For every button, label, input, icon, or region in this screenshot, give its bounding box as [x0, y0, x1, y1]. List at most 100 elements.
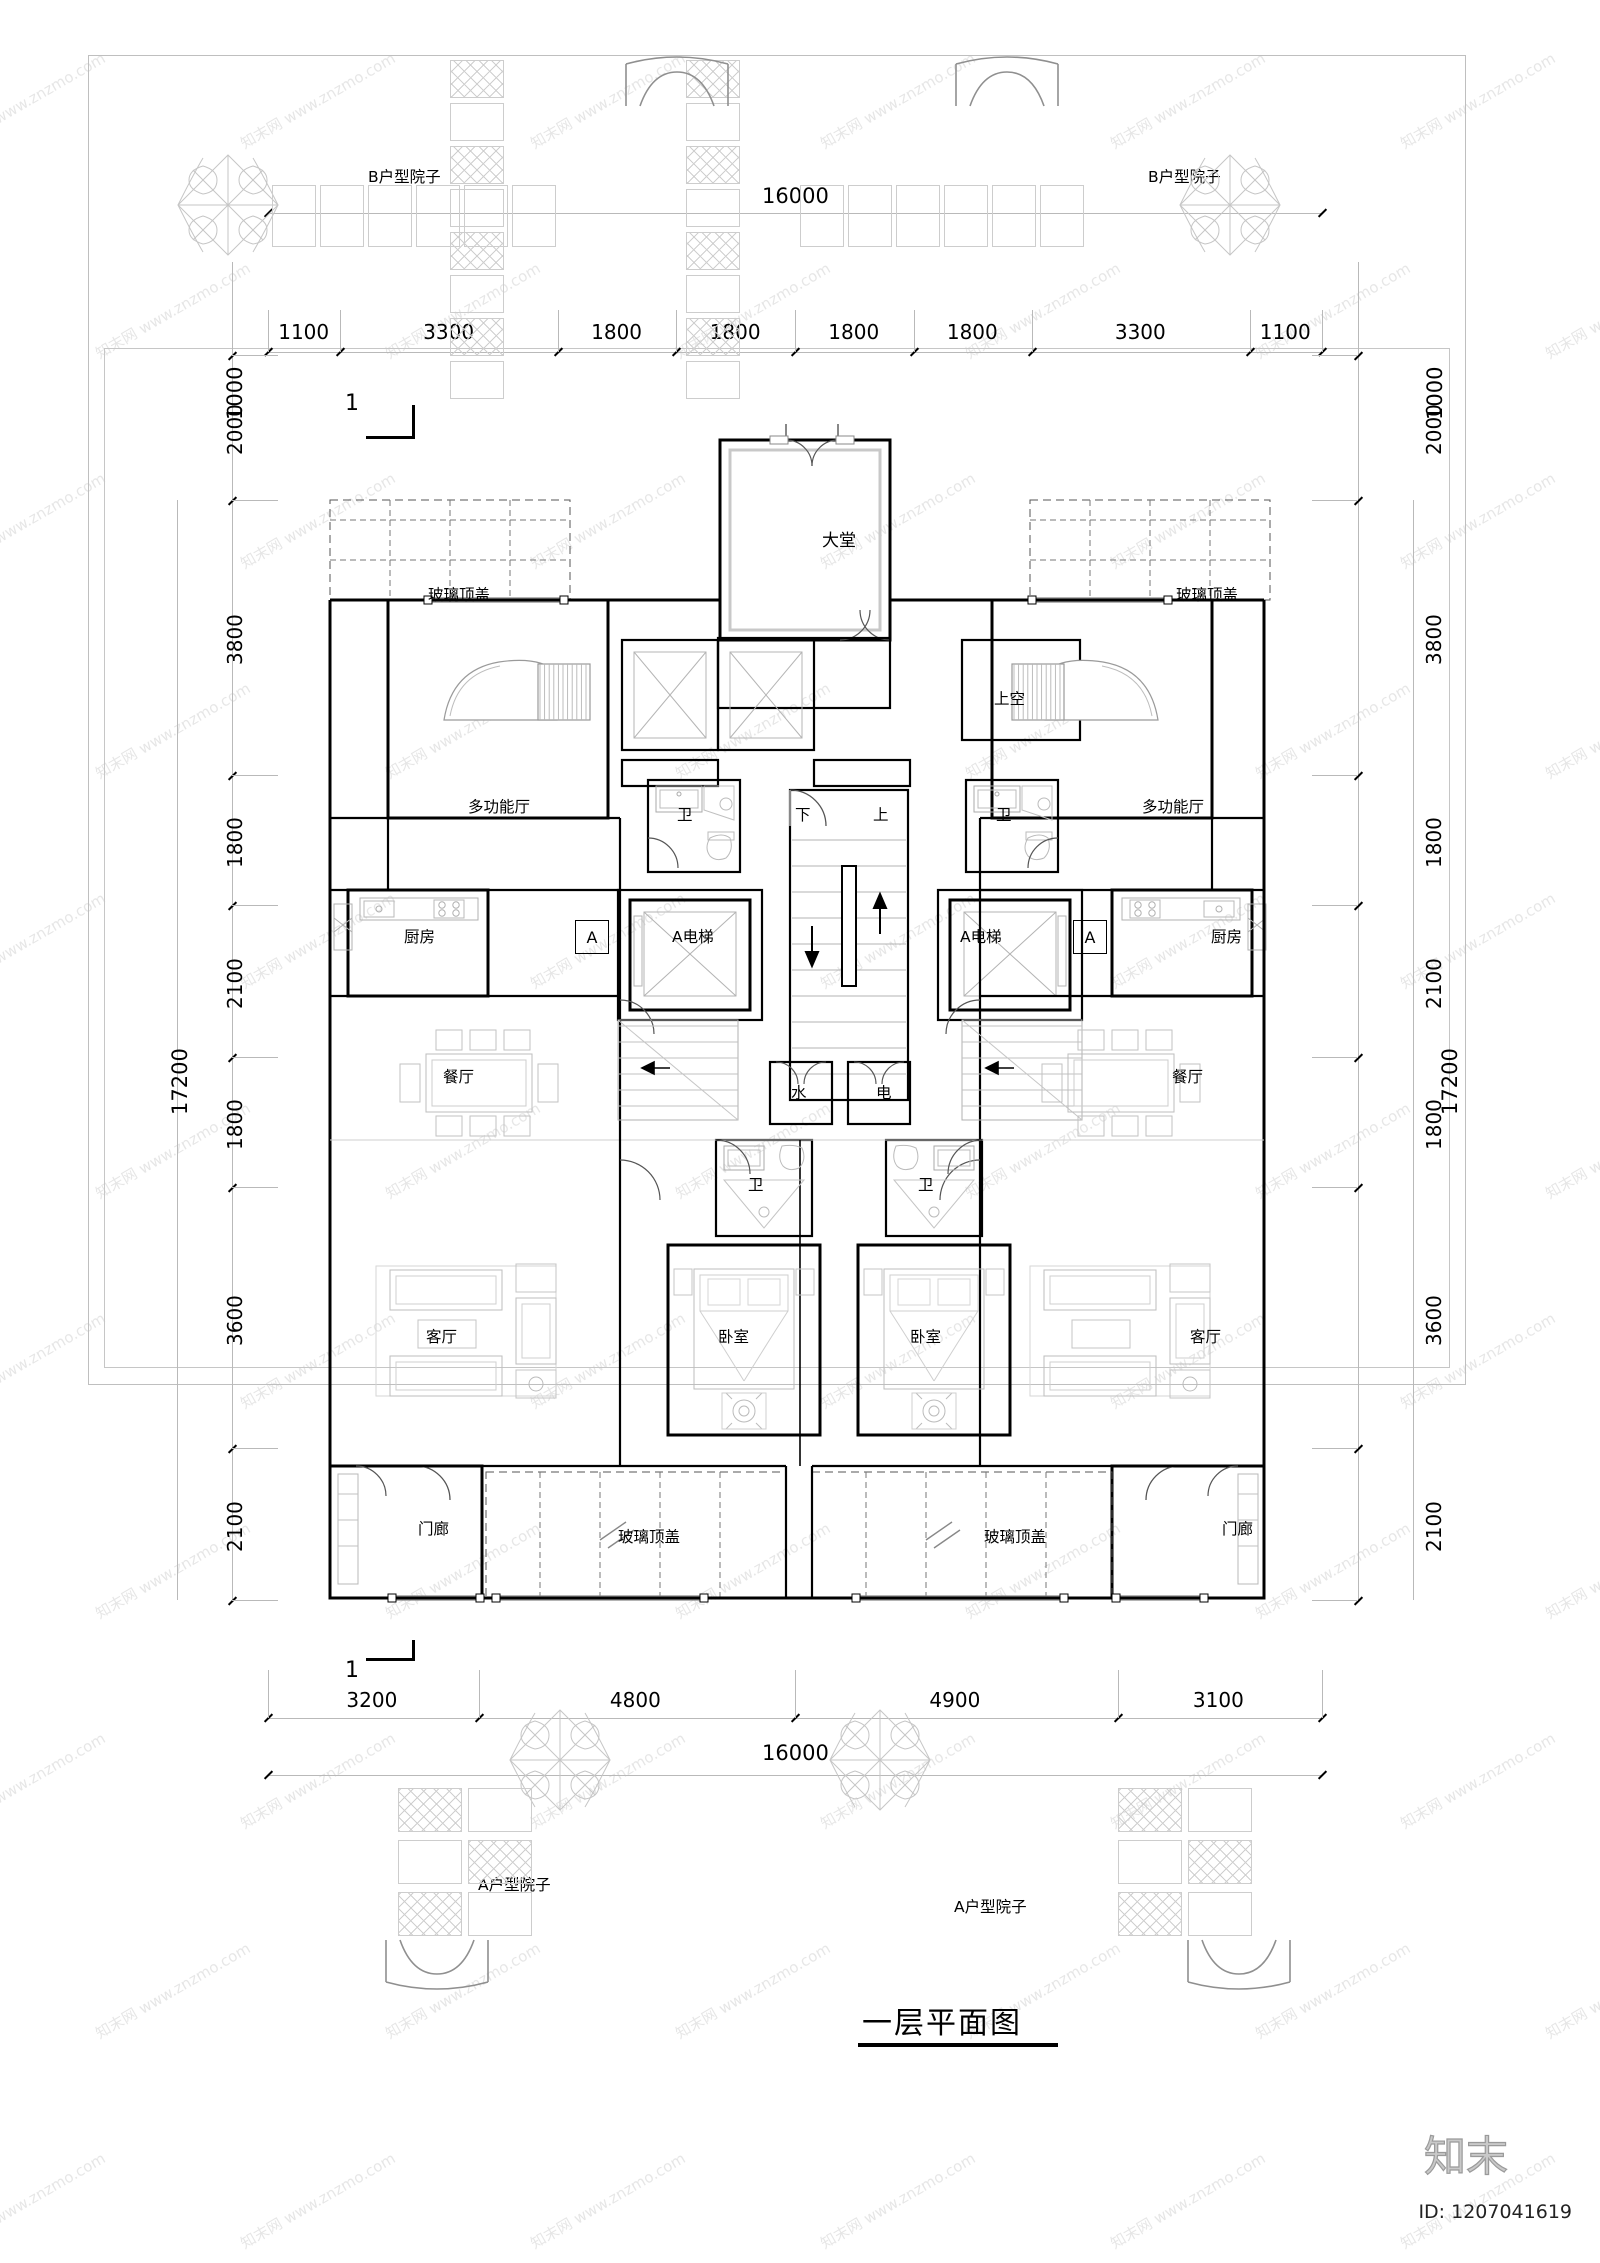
dim-ext-top[interactable] [340, 310, 342, 352]
paving-tile-br[interactable] [1118, 1788, 1182, 1832]
paving-tile-center-top2[interactable] [686, 361, 740, 399]
paving-tile-top-left[interactable] [416, 185, 460, 247]
dim-line-right-1000 [1358, 262, 1359, 354]
paving-tile-center-top2[interactable] [686, 318, 740, 356]
paving-tile-top-left[interactable] [272, 185, 316, 247]
paving-tile-top-left[interactable] [320, 185, 364, 247]
paving-tile-bl[interactable] [468, 1892, 532, 1936]
marker-a-right: A [1073, 920, 1107, 954]
paving-tile-br[interactable] [1118, 1892, 1182, 1936]
paving-tile-center-top[interactable] [450, 60, 504, 98]
dim-ext-bottom[interactable] [1322, 1670, 1323, 1718]
dim-ext-left[interactable] [232, 1187, 278, 1189]
label-glass-roof-bottom-left: 玻璃顶盖 [618, 1528, 681, 1546]
dim-ext-right[interactable] [1312, 499, 1358, 501]
tree-symbol [1179, 154, 1281, 256]
paving-tile-center-top[interactable] [450, 361, 504, 399]
dim-ext-right[interactable] [1312, 1187, 1358, 1189]
dim-ext-bottom[interactable] [268, 1670, 269, 1718]
dim-ext-top[interactable] [1322, 310, 1323, 352]
dim-ext-left[interactable] [232, 355, 278, 356]
dim-ext-top[interactable] [268, 310, 269, 352]
tree-symbol [177, 154, 279, 256]
marker-a-left-label: A [586, 927, 598, 947]
svg-text:知末: 知末 [1424, 2132, 1508, 2181]
paving-tile-br[interactable] [1118, 1840, 1182, 1884]
dim-ext-right[interactable] [1312, 905, 1358, 907]
paving-tile-center-top[interactable] [450, 146, 504, 184]
bathroom-fixtures-lower [892, 1139, 983, 1229]
paving-tile-bl[interactable] [468, 1840, 532, 1884]
dim-ext-left[interactable] [232, 1057, 278, 1059]
dim-ext-bottom[interactable] [795, 1670, 796, 1718]
paving-tile-br[interactable] [1188, 1840, 1252, 1884]
dining-furniture [399, 1029, 559, 1137]
paving-tile-top-left[interactable] [368, 185, 412, 247]
dim-ext-right[interactable] [1312, 1447, 1358, 1449]
dim-ext-top[interactable] [676, 310, 678, 352]
dim-ext-left[interactable] [232, 905, 278, 907]
drawing-id: ID: 1207041619 [1418, 2201, 1572, 2223]
dim-ext-right[interactable] [1312, 1057, 1358, 1059]
paving-tile-center-top[interactable] [450, 232, 504, 270]
label-bath-lower-left: 卫 [748, 1176, 764, 1194]
dim-ext-top[interactable] [913, 310, 915, 352]
paving-tile-center-top[interactable] [450, 275, 504, 313]
label-shaft-electric: 电 [876, 1084, 892, 1102]
dim-ext-top[interactable] [795, 310, 796, 352]
paving-tile-bl[interactable] [398, 1892, 462, 1936]
paving-tile-center-top[interactable] [450, 189, 504, 227]
paving-tile-center-top2[interactable] [686, 60, 740, 98]
piano-symbol-right [1011, 659, 1159, 721]
dim-bottom-seg-0: 3200 [346, 1688, 398, 1712]
dim-ext-top[interactable] [557, 310, 559, 352]
site-boundary [88, 55, 1466, 1385]
paving-tile-top-left[interactable] [512, 185, 556, 247]
label-kitchen-left: 厨房 [404, 928, 436, 946]
paving-tile-top-right[interactable] [1040, 185, 1084, 247]
dim-ext-right[interactable] [1312, 1600, 1358, 1601]
section-mark-top-label: 1 [345, 391, 359, 416]
paving-tile-bl[interactable] [398, 1840, 462, 1884]
paving-tile-center-top2[interactable] [686, 189, 740, 227]
label-multifunction-right: 多功能厅 [1142, 798, 1205, 816]
dim-ext-right[interactable] [1312, 774, 1358, 776]
paving-tile-bl[interactable] [398, 1788, 462, 1832]
dim-ext-left[interactable] [232, 499, 278, 501]
bedroom-furniture [673, 1268, 815, 1430]
dim-line-right-segments [1358, 355, 1359, 1600]
paving-tile-top-right[interactable] [848, 185, 892, 247]
paving-tile-center-top[interactable] [450, 318, 504, 356]
canopy-bottom-left [385, 1939, 489, 1990]
paving-tile-top-right[interactable] [944, 185, 988, 247]
living-furniture [375, 1263, 557, 1399]
paving-tile-br[interactable] [1188, 1892, 1252, 1936]
label-courtyard-b-left: B户型院子 [368, 168, 441, 186]
tree-symbol [509, 1709, 611, 1811]
bathroom-fixtures-lower [715, 1139, 806, 1229]
paving-tile-center-top2[interactable] [686, 232, 740, 270]
dim-ext-top[interactable] [1249, 310, 1251, 352]
tree-symbol [829, 1709, 931, 1811]
paving-tile-top-right[interactable] [896, 185, 940, 247]
dim-ext-left[interactable] [232, 1447, 278, 1449]
paving-tile-top-right[interactable] [992, 185, 1036, 247]
dim-line-left-1000 [232, 262, 233, 354]
dim-ext-bottom[interactable] [1117, 1670, 1119, 1718]
label-lobby: 大堂 [822, 531, 856, 551]
dim-ext-left[interactable] [232, 774, 278, 776]
dim-top-seg-5: 1800 [946, 320, 998, 344]
paving-tile-center-top2[interactable] [686, 146, 740, 184]
paving-tile-bl[interactable] [468, 1788, 532, 1832]
label-bedroom-right: 卧室 [910, 1328, 942, 1346]
dim-ext-right[interactable] [1312, 355, 1358, 356]
paving-tile-center-top[interactable] [450, 103, 504, 141]
paving-tile-top-right[interactable] [800, 185, 844, 247]
dim-ext-bottom[interactable] [478, 1670, 480, 1718]
paving-tile-center-top2[interactable] [686, 275, 740, 313]
dim-ext-top[interactable] [1032, 310, 1034, 352]
dim-ext-left[interactable] [232, 1600, 278, 1601]
label-bedroom-left: 卧室 [718, 1328, 750, 1346]
paving-tile-br[interactable] [1188, 1788, 1252, 1832]
